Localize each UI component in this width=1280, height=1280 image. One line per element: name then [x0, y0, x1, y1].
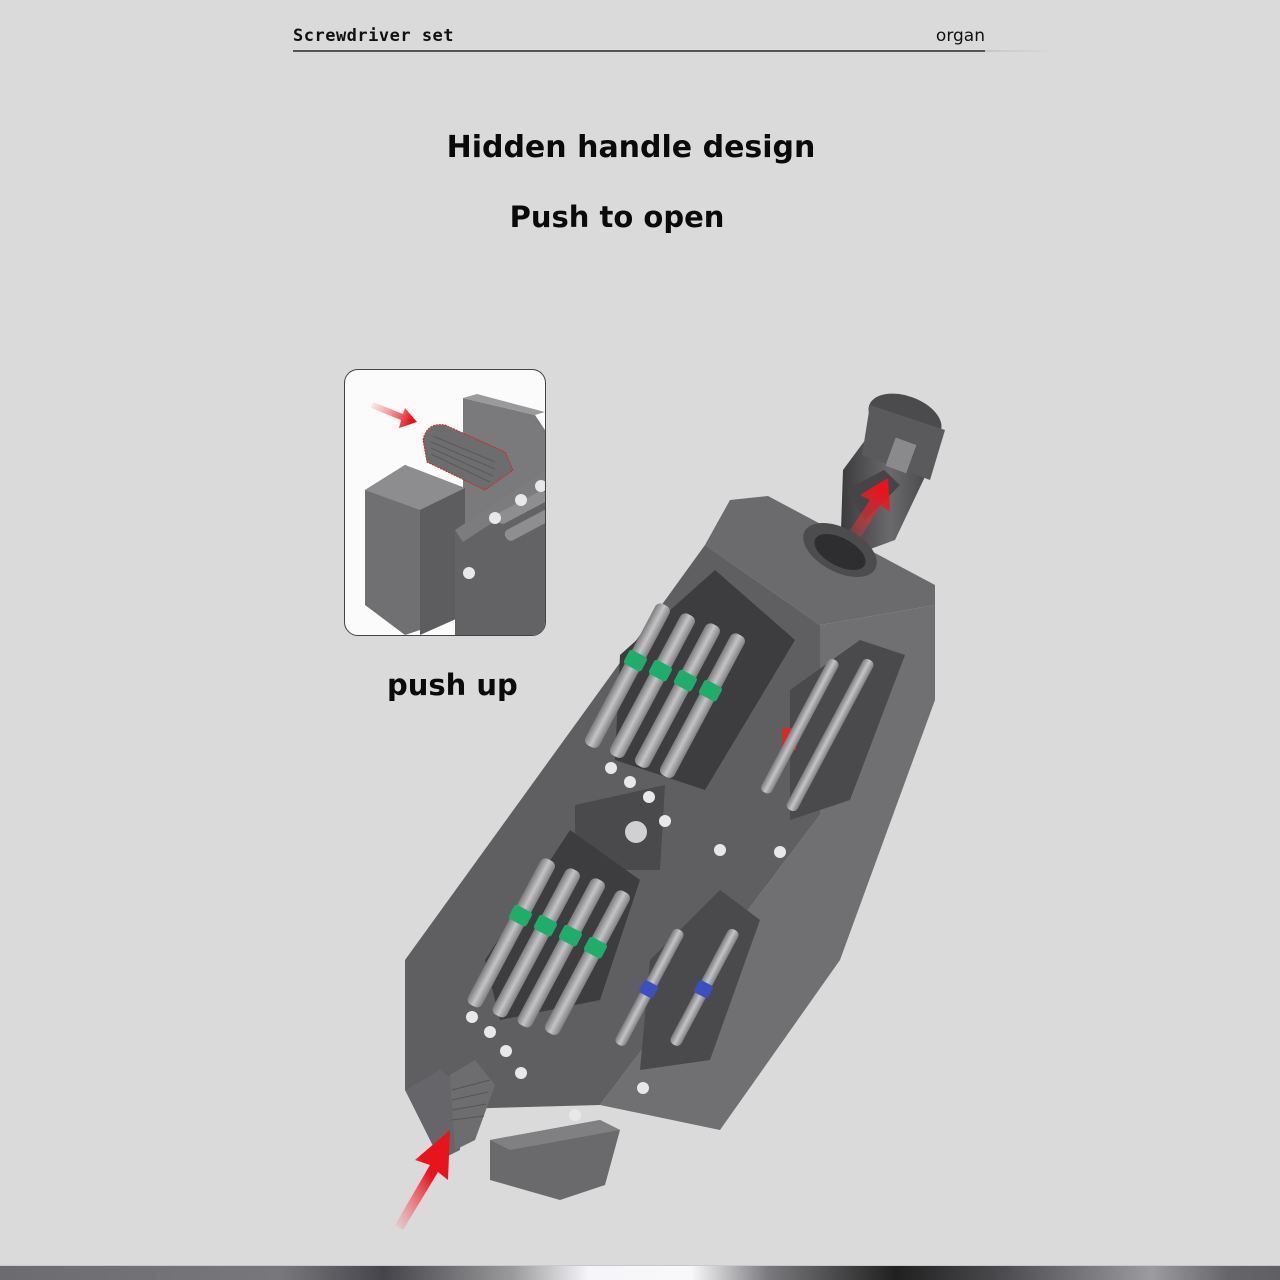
push-up-arrow-icon [395, 1130, 450, 1230]
push-up-caption: push up [387, 668, 518, 702]
push-button-closeup-illustration [365, 394, 545, 635]
bit-group-bottom [467, 858, 630, 1035]
header-right-label: organ [935, 26, 985, 46]
inset-detail-image [344, 369, 546, 636]
page-header: Screwdriver set organ [293, 26, 985, 52]
headline-subtitle: Push to open [509, 200, 725, 234]
headline-title: Hidden handle design [446, 130, 816, 165]
brand-label: Screwdriver set [293, 26, 455, 46]
bit-group-top [584, 603, 745, 778]
footer-divider [0, 1265, 1280, 1266]
footer-gradient-bar [0, 1266, 1280, 1280]
handle [840, 393, 945, 560]
header-divider-fade [985, 50, 1055, 52]
